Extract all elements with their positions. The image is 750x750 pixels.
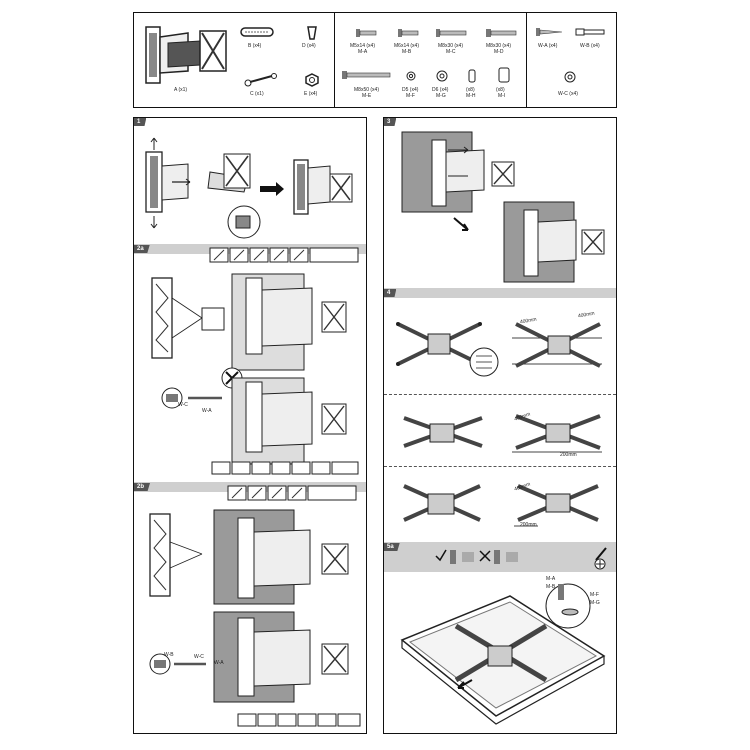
wrench-icon [244,73,277,87]
part-wb-label: W-B (x4) [580,43,600,49]
washer-wc-icon [564,71,576,83]
part-e-label: E (x4) [304,91,318,97]
callout-mb-5a: M-B [546,584,556,590]
part-mi-code: M-I [498,93,506,99]
washer-mg-icon [436,70,448,82]
step-5a-tag: 5a [384,543,400,551]
part-ma-qty: M5x14 (x4) [350,43,376,49]
callout-ma-5a: M-A [546,576,556,582]
step-4-divider-1 [384,394,616,395]
part-wc-label: W-C (x4) [558,91,578,97]
part-ma-code: M-A [358,49,368,55]
parts-divider-1 [334,13,335,107]
spacer-mh-icon [468,69,476,83]
part-wa-label: W-A (x4) [538,43,558,49]
part-mg-qty: D6 (x4) [432,87,449,93]
part-mc-code: M-C [446,49,456,55]
step-4-row2 [403,414,602,453]
part-me-code: M-E [362,93,372,99]
screwdriver-icon [594,547,607,570]
callout-wb-2b: W-B [164,652,174,658]
nut-icon [305,73,319,87]
callout-mf-5a: M-F [590,592,599,598]
part-mf-code: M-F [406,93,415,99]
parts-list-panel: A (x1) B (x4) D (x4) C (x1) E (x4) M5x14… [133,12,617,108]
screw-mc-icon [436,29,467,37]
step-3-tag: 3 [384,118,397,126]
left-steps-panel: 1 2a [133,117,367,734]
step-4-row1 [396,322,602,377]
part-mg-code: M-G [436,93,446,99]
part-d-label: D (x4) [302,43,316,49]
part-mh-qty: (x8) [466,87,475,93]
dim-200-b: 200mm [520,522,537,528]
part-me-qty: M8x50 (x4) [354,87,380,93]
washer-mf-icon [406,71,416,81]
part-mi-qty: (x8) [496,87,505,93]
part-mf-qty: D5 (x4) [402,87,419,93]
part-b-label: B (x4) [248,43,262,49]
dim-200-a: 200mm [560,452,577,458]
part-mh-code: M-H [466,93,476,99]
step-2b-illustration [149,509,349,703]
step-5a-screw-check [435,549,518,564]
step-2b-check-strip [237,713,361,727]
step-4-band [384,288,616,298]
spacer-mi-icon [498,67,510,83]
wood-screw-wa-icon [536,28,563,36]
callout-mg-5a: M-G [590,600,600,606]
screw-ma-icon [356,29,377,37]
part-md-code: M-D [494,49,504,55]
step-2a-tag: 2a [134,245,150,253]
callout-wa-2b: W-A [214,660,224,666]
step-2b-tag: 2b [134,483,151,491]
step-4-tag: 4 [384,289,397,297]
callout-wa-2a: W-A [202,408,212,414]
step-5a-illustration [400,583,606,725]
cap-icon [307,26,317,40]
part-md-qty: M8x30 (x4) [486,43,512,49]
screw-mb-icon [398,29,419,37]
part-c-label: C (x1) [250,91,264,97]
wall-bracket-arm-icon [145,26,227,84]
step-4-row3 [403,484,599,527]
callout-wc-2b: W-C [194,654,204,660]
part-mb-qty: M6x14 (x4) [394,43,420,49]
callout-wc-2a: W-C [178,402,188,408]
spacer-bar-icon [240,27,274,37]
step-2a-check-strip [211,461,359,475]
step-1-tag: 1 [134,118,147,126]
part-mc-qty: M8x30 (x4) [438,43,464,49]
step-2a-tool-strip [209,247,359,263]
step-4-divider-2 [384,466,616,467]
right-steps-panel: 3 4 400mm 400mm 400m [383,117,617,734]
step-2a-illustration [151,273,347,465]
anchor-wb-icon [575,28,605,36]
step-2b-tool-strip [227,485,357,501]
step-1-illustration [145,137,353,239]
step-3-illustration [401,131,605,283]
screw-md-icon [486,29,517,37]
screw-me-icon [342,71,391,79]
parts-divider-2 [526,13,527,107]
part-mb-code: M-B [402,49,412,55]
part-a-label: A (x1) [174,87,188,93]
